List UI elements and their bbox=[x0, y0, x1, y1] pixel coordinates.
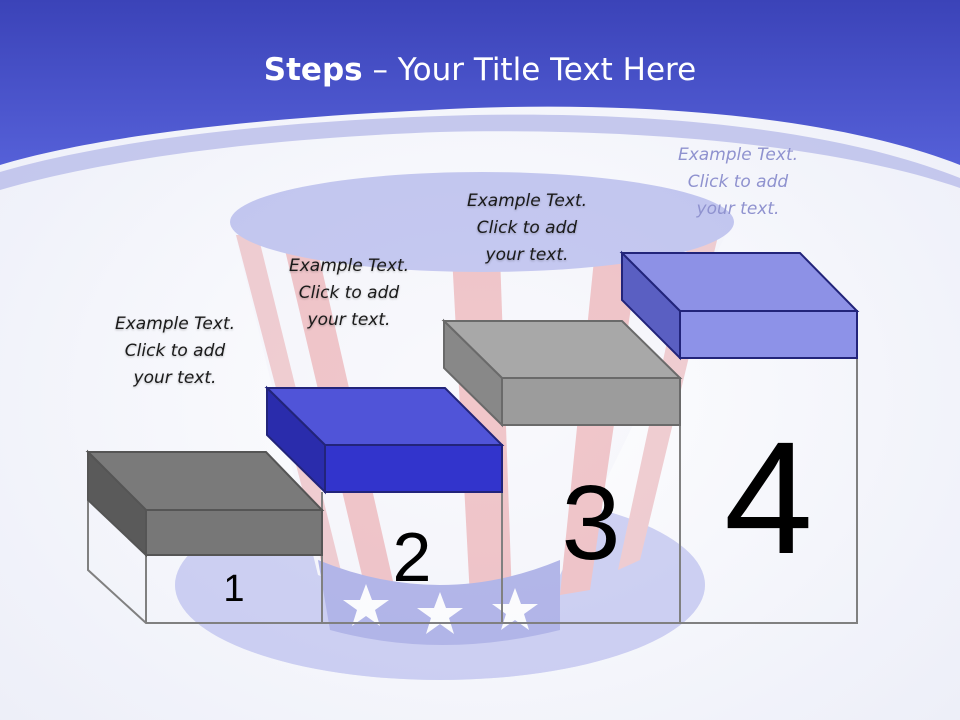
step-1-caption[interactable]: Example Text. Click to add your text. bbox=[75, 311, 275, 392]
step-1-number: 1 bbox=[223, 568, 245, 610]
step-2-number: 2 bbox=[392, 518, 432, 596]
step-4-caption[interactable]: Example Text. Click to add your text. bbox=[638, 142, 838, 223]
step-4-number: 4 bbox=[724, 408, 813, 587]
step-2-caption[interactable]: Example Text. Click to add your text. bbox=[249, 253, 449, 334]
header-band bbox=[0, 0, 960, 165]
step-3-number: 3 bbox=[561, 464, 621, 582]
caption-line: your text. bbox=[307, 310, 391, 330]
step-3-caption[interactable]: Example Text. Click to add your text. bbox=[427, 188, 627, 269]
caption-line: Example Text. bbox=[288, 256, 410, 276]
caption-line: Example Text. bbox=[114, 314, 236, 334]
caption-line: Click to add bbox=[124, 341, 226, 361]
caption-line: your text. bbox=[696, 199, 780, 219]
step-2-block[interactable] bbox=[264, 385, 505, 495]
slide-title[interactable]: Steps – Your Title Text Here bbox=[0, 52, 960, 88]
step-4-block[interactable] bbox=[619, 250, 860, 361]
caption-line: Example Text. bbox=[466, 191, 588, 211]
step-1-block[interactable] bbox=[85, 449, 325, 558]
caption-line: your text. bbox=[133, 368, 217, 388]
caption-line: Example Text. bbox=[677, 145, 799, 165]
title-rest: – Your Title Text Here bbox=[362, 52, 697, 88]
title-bold: Steps bbox=[263, 52, 363, 88]
caption-line: Click to add bbox=[476, 218, 578, 238]
caption-line: Click to add bbox=[298, 283, 400, 303]
step-3-block[interactable] bbox=[441, 318, 683, 428]
caption-line: Click to add bbox=[687, 172, 789, 192]
caption-line: your text. bbox=[485, 245, 569, 265]
